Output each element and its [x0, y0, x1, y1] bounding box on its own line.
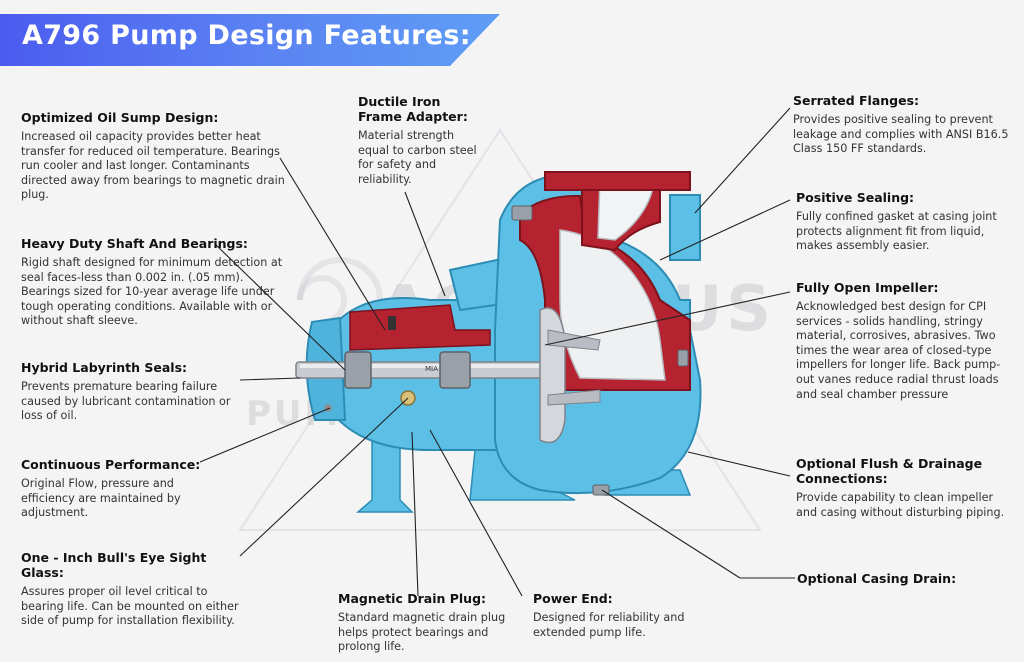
callout-drain-plug: Magnetic Drain Plug: Standard magnetic d… — [338, 591, 508, 655]
callout-sealing: Positive Sealing: Fully confined gasket … — [796, 190, 1000, 254]
callout-continuous: Continuous Performance: Original Flow, p… — [21, 457, 221, 521]
callout-sight-glass: One - Inch Bull's Eye Sight Glass: Assur… — [21, 550, 243, 629]
title-banner — [0, 14, 500, 66]
page-title: A796 Pump Design Features: — [22, 20, 471, 51]
volute-cavity — [559, 229, 666, 381]
shaft — [295, 361, 547, 379]
callout-oil-sump: Optimized Oil Sump Design: Increased oil… — [21, 110, 291, 203]
callout-title: Magnetic Drain Plug: — [338, 591, 487, 606]
callout-title: One - Inch Bull's Eye Sight Glass: — [21, 550, 207, 580]
callout-body: Designed for reliability and extended pu… — [533, 611, 685, 639]
callout-title: Power End: — [533, 591, 613, 606]
flush-connection-icon — [677, 349, 689, 367]
callout-body: Standard magnetic drain plug helps prote… — [338, 611, 506, 654]
callout-title: Positive Sealing: — [796, 190, 915, 205]
bearing-cutaway — [349, 304, 491, 351]
callout-flanges: Serrated Flanges: Provides positive seal… — [793, 93, 1013, 157]
top-flange — [544, 171, 691, 191]
callout-frame-adapter: Ductile Iron Frame Adapter: Material str… — [358, 94, 486, 187]
callout-title: Heavy Duty Shaft And Bearings: — [21, 236, 248, 251]
oil-filler-icon — [388, 316, 396, 330]
bearings — [344, 351, 471, 389]
callout-title: Ductile Iron Frame Adapter: — [358, 94, 468, 124]
callout-body: Fully confined gasket at casing joint pr… — [796, 210, 997, 253]
callout-labyrinth: Hybrid Labyrinth Seals: Prevents prematu… — [21, 360, 243, 424]
callout-casing-drain: Optional Casing Drain: — [797, 571, 997, 591]
callout-title: Fully Open Impeller: — [796, 280, 939, 295]
callout-body: Rigid shaft designed for minimum detecti… — [21, 256, 283, 328]
vent-plug-icon — [511, 205, 533, 221]
callout-body: Prevents premature bearing failure cause… — [21, 380, 231, 423]
callout-title: Optional Casing Drain: — [797, 571, 957, 586]
callout-body: Original Flow, pressure and efficiency a… — [21, 477, 181, 520]
callout-impeller: Fully Open Impeller: Acknowledged best d… — [796, 280, 1016, 402]
callout-title: Optional Flush & Drainage Connections: — [796, 456, 983, 486]
callout-title: Serrated Flanges: — [793, 93, 920, 108]
sight-glass-side-icon — [324, 404, 332, 412]
leader-lines — [199, 107, 795, 597]
callout-shaft: Heavy Duty Shaft And Bearings: Rigid sha… — [21, 236, 293, 329]
callout-title: Optimized Oil Sump Design: — [21, 110, 219, 125]
callout-title: Hybrid Labyrinth Seals: — [21, 360, 188, 375]
side-flange — [669, 194, 701, 261]
callout-body: Acknowledged best design for CPI service… — [796, 300, 1001, 401]
callout-body: Assures proper oil level critical to bea… — [21, 585, 239, 628]
callout-flush: Optional Flush & Drainage Connections: P… — [796, 456, 1016, 520]
callout-body: Provide capability to clean impeller and… — [796, 491, 1005, 519]
callout-body: Material strength equal to carbon steel … — [358, 129, 477, 186]
callout-power-end: Power End: Designed for reliability and … — [533, 591, 708, 640]
callout-body: Increased oil capacity provides better h… — [21, 130, 285, 202]
callout-title: Continuous Performance: — [21, 457, 201, 472]
callout-body: Provides positive sealing to prevent lea… — [793, 113, 1009, 156]
shaft-label: MIA — [425, 365, 438, 373]
